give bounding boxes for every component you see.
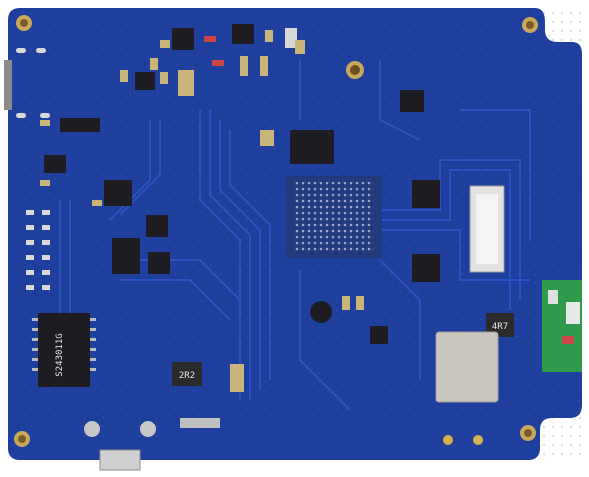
inductors: 4R7 2R2 (172, 296, 514, 392)
fpc-connector (469, 185, 505, 273)
wifi-module (435, 331, 499, 403)
left-soic-chip: S243011G (32, 313, 96, 387)
top-left-pads (16, 48, 50, 118)
left-pin-header (26, 210, 50, 290)
inductor-bottom-marking: 2R2 (179, 371, 195, 381)
left-edge-connector (4, 60, 12, 110)
bottom-connectors (84, 418, 483, 471)
left-small-components (40, 118, 170, 274)
top-power-section (120, 24, 305, 96)
inductor-top-marking: 4R7 (492, 322, 508, 332)
chip-left-marking: S243011G (55, 333, 65, 376)
center-qfp-chip (260, 130, 334, 164)
main-bga-soc (286, 176, 382, 258)
right-chips (400, 90, 440, 282)
traces (59, 60, 531, 411)
mounting-holes (14, 15, 538, 447)
green-sensor-board (542, 280, 582, 372)
